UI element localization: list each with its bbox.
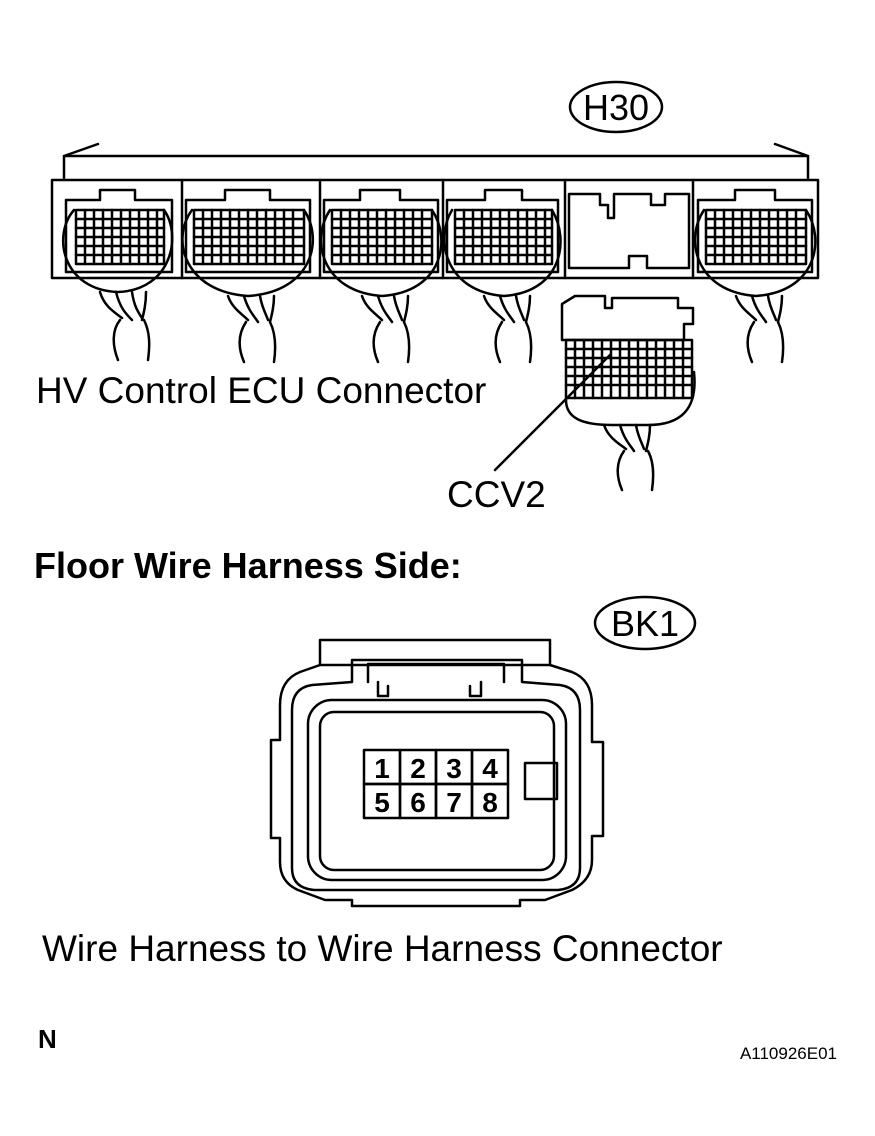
ccv2-connector (560, 294, 696, 492)
h30-code: H30 (583, 87, 649, 128)
floor-harness-heading: Floor Wire Harness Side: (34, 545, 462, 586)
ccv2-leader-line (493, 353, 612, 472)
terminal-6: 6 (410, 787, 426, 818)
harness-connector-caption: Wire Harness to Wire Harness Connector (42, 928, 723, 969)
ecu-connector-4 (443, 188, 562, 364)
bk1-code: BK1 (611, 603, 679, 644)
ecu-connector-3 (319, 188, 443, 364)
ecu-connector-2 (181, 188, 315, 364)
ecu-connector-label: HV Control ECU Connector (36, 370, 487, 411)
ccv2-terminal-label: CCV2 (447, 474, 546, 515)
bk1-code-oval (593, 595, 697, 651)
terminal-2: 2 (410, 753, 426, 784)
h30-code-oval (568, 80, 664, 134)
bk1-terminal-grid (362, 748, 510, 820)
ecu-empty-socket (567, 192, 691, 270)
bk1-connector (269, 638, 605, 908)
view-mark: N (38, 1024, 57, 1054)
figure-code: A110926E01 (739, 1044, 837, 1063)
terminal-4: 4 (482, 753, 498, 784)
ecu-connector-6 (693, 188, 817, 364)
ecu-housing (50, 142, 820, 280)
terminal-7: 7 (446, 787, 462, 818)
terminal-5: 5 (374, 787, 390, 818)
ecu-connector-1 (61, 188, 174, 362)
terminal-1: 1 (374, 753, 390, 784)
terminal-3: 3 (446, 753, 462, 784)
terminal-8: 8 (482, 787, 498, 818)
